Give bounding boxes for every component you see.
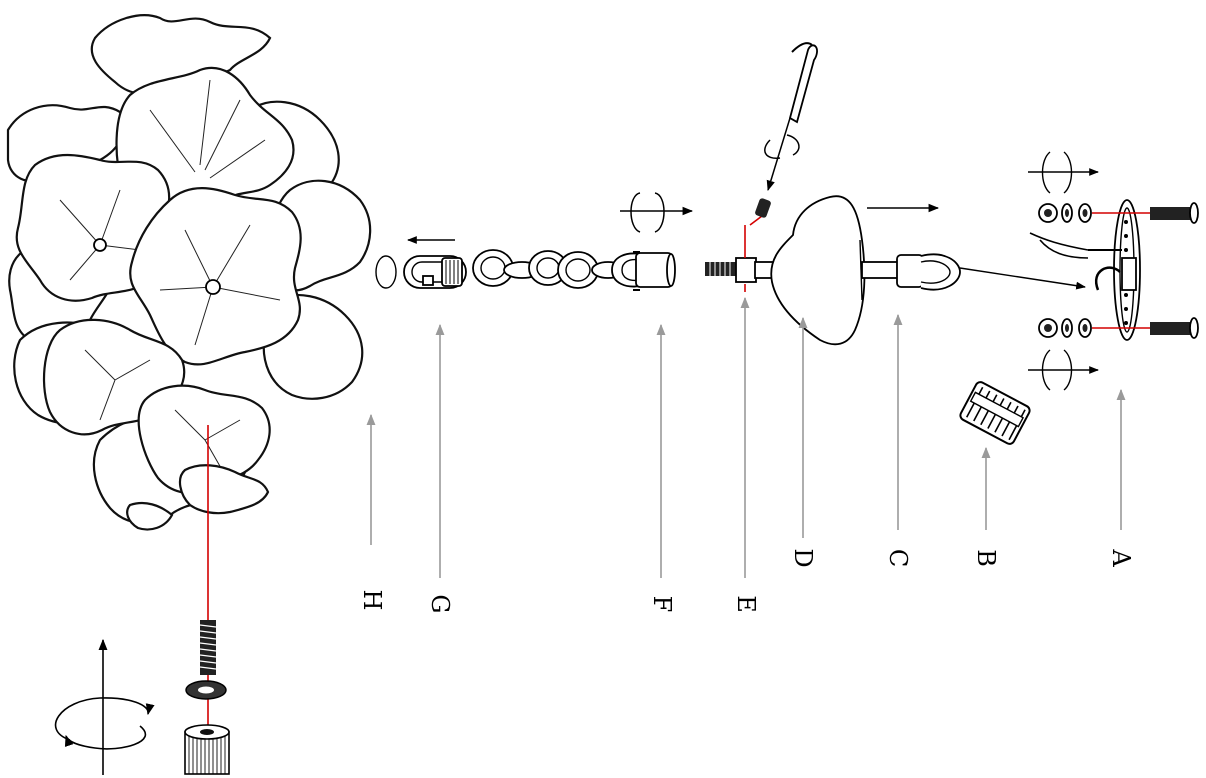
flower-shade-h [6,14,397,531]
collar-loop-c [861,253,1086,291]
screwdriver-icon [764,42,818,192]
label-c: C [884,549,912,567]
label-d: D [789,548,817,567]
mounting-screws-upper [1028,151,1199,224]
rotate-arrow-icon [54,638,155,775]
set-screw [749,198,771,226]
label-b: B [972,549,1000,567]
nipple-e [705,225,782,292]
washer [185,680,227,700]
label-a: A [1107,548,1135,567]
finial-nut [184,724,230,775]
mounting-plate-a [1029,199,1141,341]
threaded-rod [199,620,217,675]
label-h: H [358,590,386,611]
mounting-screws-lower [1028,317,1199,391]
canopy-d [770,195,940,346]
label-e: E [732,595,760,613]
chain-g [403,236,625,289]
canopy-cap-f [611,192,694,291]
label-g: G [426,594,454,613]
terminal-block-b [959,381,1031,445]
label-f: F [648,596,676,613]
leader-lines [366,296,1126,578]
